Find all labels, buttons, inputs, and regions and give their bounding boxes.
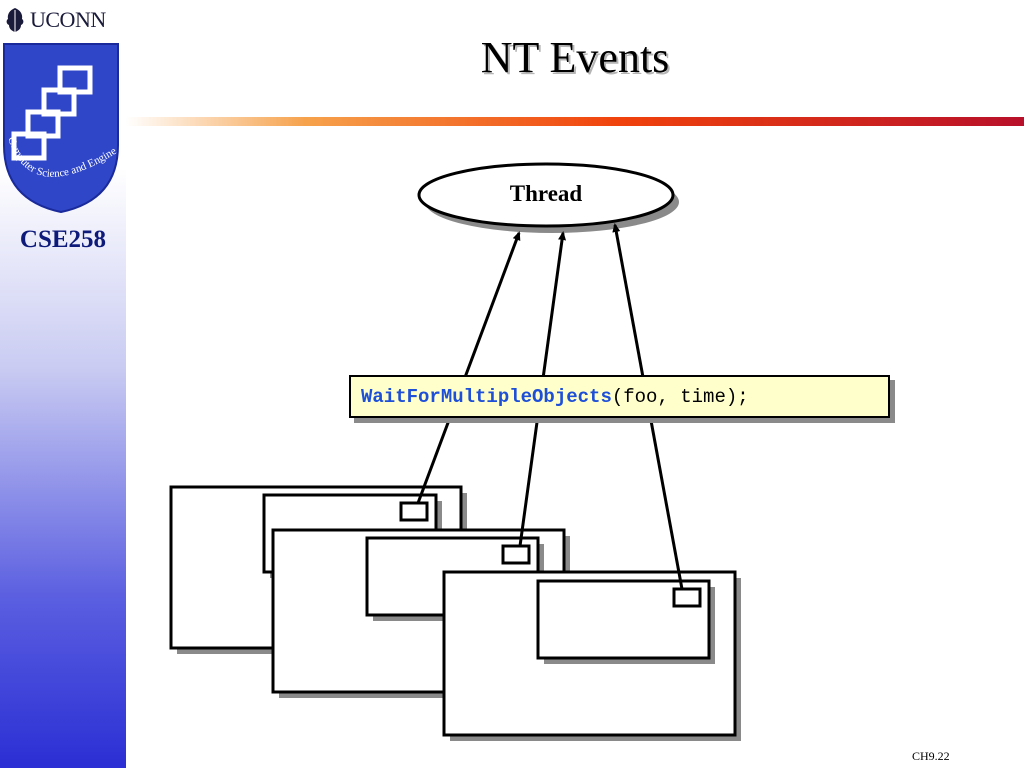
event-handle-1 (399, 501, 429, 522)
cse-logo: Computer Science and Engineering (0, 40, 119, 214)
slide-title: NT Events (480, 33, 670, 82)
event-handle-3 (672, 587, 702, 608)
event-handle-2 (501, 544, 531, 565)
slide-number: CH9.22 (912, 749, 950, 763)
course-code: CSE258 (19, 226, 107, 253)
thread-label: Thread (510, 181, 583, 206)
arrow-1 (416, 231, 521, 504)
wait-call-box: WaitForMultipleObjects(foo, time); (349, 375, 890, 418)
title-divider (126, 117, 1024, 126)
function-name: WaitForMultipleObjects (361, 385, 612, 408)
function-args: (foo, time); (611, 385, 749, 408)
uconn-header: UCONN (4, 6, 106, 34)
institution-name: UCONN (30, 7, 106, 32)
thread-node: Thread (417, 162, 679, 233)
window-3 (442, 570, 741, 741)
oak-leaf-icon (6, 8, 24, 32)
